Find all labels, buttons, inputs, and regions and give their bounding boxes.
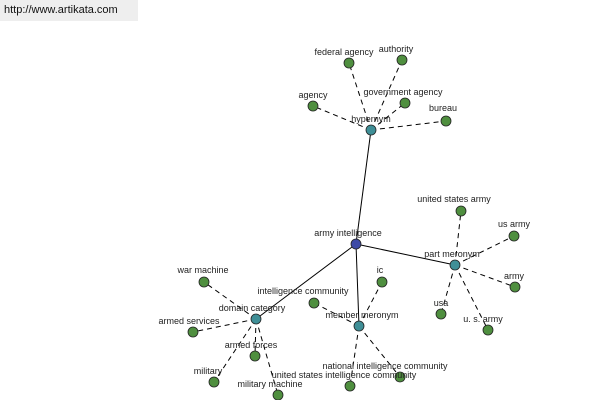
edge-hypernym-agency bbox=[312, 105, 372, 131]
edge-hypernym-federal-agency bbox=[348, 62, 372, 131]
node-united-states-army[interactable]: united states army bbox=[417, 194, 491, 217]
node-u-s-army-label: u. s. army bbox=[463, 314, 503, 324]
node-member-meronym-circle[interactable] bbox=[353, 320, 365, 332]
node-domain-category-circle[interactable] bbox=[250, 313, 262, 325]
node-bureau-circle[interactable] bbox=[440, 115, 452, 127]
node-united-states-intelligence-community-label: united states intelligence community bbox=[272, 370, 417, 380]
node-authority[interactable]: authority bbox=[379, 44, 414, 66]
edge-member-meronym-national-intelligence-community bbox=[358, 325, 401, 378]
graph-nodes: federal agency authority agency government … bbox=[158, 44, 530, 400]
edge-domain-category-armed-services bbox=[192, 318, 257, 333]
node-military[interactable]: military bbox=[194, 366, 223, 388]
node-army-label: army bbox=[504, 271, 524, 281]
edge-hypernym-authority bbox=[370, 59, 403, 131]
node-domain-category[interactable]: domain category bbox=[219, 303, 286, 325]
node-u-s-army[interactable]: u. s. army bbox=[463, 314, 503, 336]
node-ic-circle[interactable] bbox=[376, 276, 388, 288]
node-army-intelligence-label: army intelligence bbox=[314, 228, 382, 238]
node-armed-services[interactable]: armed services bbox=[158, 316, 220, 338]
node-ic-label: ic bbox=[377, 265, 384, 275]
node-united-states-intelligence-community[interactable]: united states intelligence community bbox=[272, 370, 417, 392]
node-us-army-circle[interactable] bbox=[508, 230, 520, 242]
node-domain-category-label: domain category bbox=[219, 303, 286, 313]
node-hypernym[interactable]: hypernym bbox=[351, 114, 391, 136]
watermark-url[interactable]: http://www.artikata.com bbox=[4, 4, 118, 16]
edge-center-part-meronym bbox=[355, 243, 456, 266]
node-government-agency-label: government agency bbox=[363, 87, 443, 97]
node-u-s-army-circle[interactable] bbox=[482, 324, 494, 336]
edge-part-meronym-army bbox=[454, 264, 516, 288]
node-military-machine-circle[interactable] bbox=[272, 389, 284, 400]
node-war-machine-label: war machine bbox=[176, 265, 228, 275]
node-military-machine-label: military machine bbox=[237, 379, 302, 389]
node-federal-agency[interactable]: federal agency bbox=[314, 47, 374, 69]
node-army[interactable]: army bbox=[504, 271, 524, 293]
node-hypernym-label: hypernym bbox=[351, 114, 391, 124]
node-intelligence-community[interactable]: intelligence community bbox=[257, 286, 349, 309]
node-authority-label: authority bbox=[379, 44, 414, 54]
node-army-circle[interactable] bbox=[509, 281, 521, 293]
node-member-meronym-label: member meronym bbox=[325, 310, 398, 320]
node-national-intelligence-community-circle[interactable] bbox=[394, 371, 406, 383]
node-government-agency[interactable]: government agency bbox=[363, 87, 443, 109]
edge-center-member-meronym bbox=[355, 243, 360, 327]
node-part-meronym-circle[interactable] bbox=[449, 259, 461, 271]
node-intelligence-community-label: intelligence community bbox=[257, 286, 349, 296]
node-army-intelligence-circle[interactable] bbox=[350, 238, 362, 250]
edge-center-hypernym bbox=[355, 129, 372, 245]
node-us-army[interactable]: us army bbox=[498, 219, 531, 242]
node-military-machine[interactable]: military machine bbox=[237, 379, 303, 400]
edge-center-domain-category bbox=[255, 243, 357, 320]
edge-domain-category-armed-forces bbox=[254, 318, 257, 357]
edge-part-meronym-united-states-army bbox=[454, 210, 462, 266]
node-agency-label: agency bbox=[298, 90, 328, 100]
node-usa-label: usa bbox=[434, 298, 449, 308]
node-united-states-army-label: united states army bbox=[417, 194, 491, 204]
node-usa-circle[interactable] bbox=[435, 308, 447, 320]
node-national-intelligence-community[interactable]: national intelligence community bbox=[322, 361, 448, 383]
node-army-intelligence[interactable]: army intelligence bbox=[314, 228, 382, 250]
node-agency-circle[interactable] bbox=[307, 100, 319, 112]
node-war-machine[interactable]: war machine bbox=[176, 265, 229, 288]
watermark-banner: http://www.artikata.com bbox=[0, 0, 138, 21]
node-part-meronym[interactable]: part meronym bbox=[424, 249, 480, 271]
node-military-label: military bbox=[194, 366, 223, 376]
node-federal-agency-label: federal agency bbox=[314, 47, 374, 57]
graph-edges bbox=[192, 59, 516, 396]
node-united-states-intelligence-community-circle[interactable] bbox=[344, 380, 356, 392]
node-hypernym-circle[interactable] bbox=[365, 124, 377, 136]
node-national-intelligence-community-label: national intelligence community bbox=[322, 361, 448, 371]
node-federal-agency-circle[interactable] bbox=[343, 57, 355, 69]
node-usa[interactable]: usa bbox=[434, 298, 449, 320]
edge-part-meronym-us-army bbox=[454, 235, 515, 266]
node-agency[interactable]: agency bbox=[298, 90, 328, 112]
node-bureau[interactable]: bureau bbox=[429, 103, 457, 127]
edge-hypernym-bureau bbox=[370, 120, 447, 131]
node-us-army-label: us army bbox=[498, 219, 531, 229]
node-ic[interactable]: ic bbox=[376, 265, 388, 288]
edge-part-meronym-u-s-army bbox=[454, 264, 489, 331]
node-intelligence-community-circle[interactable] bbox=[308, 297, 320, 309]
node-united-states-army-circle[interactable] bbox=[455, 205, 467, 217]
node-war-machine-circle[interactable] bbox=[198, 276, 210, 288]
node-armed-services-circle[interactable] bbox=[187, 326, 199, 338]
node-armed-forces-circle[interactable] bbox=[249, 350, 261, 362]
node-military-circle[interactable] bbox=[208, 376, 220, 388]
edge-domain-category-war-machine bbox=[203, 281, 257, 320]
edge-hypernym-government-agency bbox=[370, 102, 406, 131]
node-armed-forces-label: armed forces bbox=[225, 340, 278, 350]
node-part-meronym-label: part meronym bbox=[424, 249, 480, 259]
node-armed-services-label: armed services bbox=[158, 316, 220, 326]
node-armed-forces[interactable]: armed forces bbox=[225, 340, 278, 362]
node-government-agency-circle[interactable] bbox=[399, 97, 411, 109]
node-authority-circle[interactable] bbox=[396, 54, 408, 66]
edge-domain-category-military bbox=[213, 318, 257, 383]
edge-member-meronym-united-states-intelligence-community bbox=[349, 325, 360, 387]
node-bureau-label: bureau bbox=[429, 103, 457, 113]
edge-domain-category-military-machine bbox=[255, 318, 279, 396]
node-member-meronym[interactable]: member meronym bbox=[325, 310, 399, 332]
